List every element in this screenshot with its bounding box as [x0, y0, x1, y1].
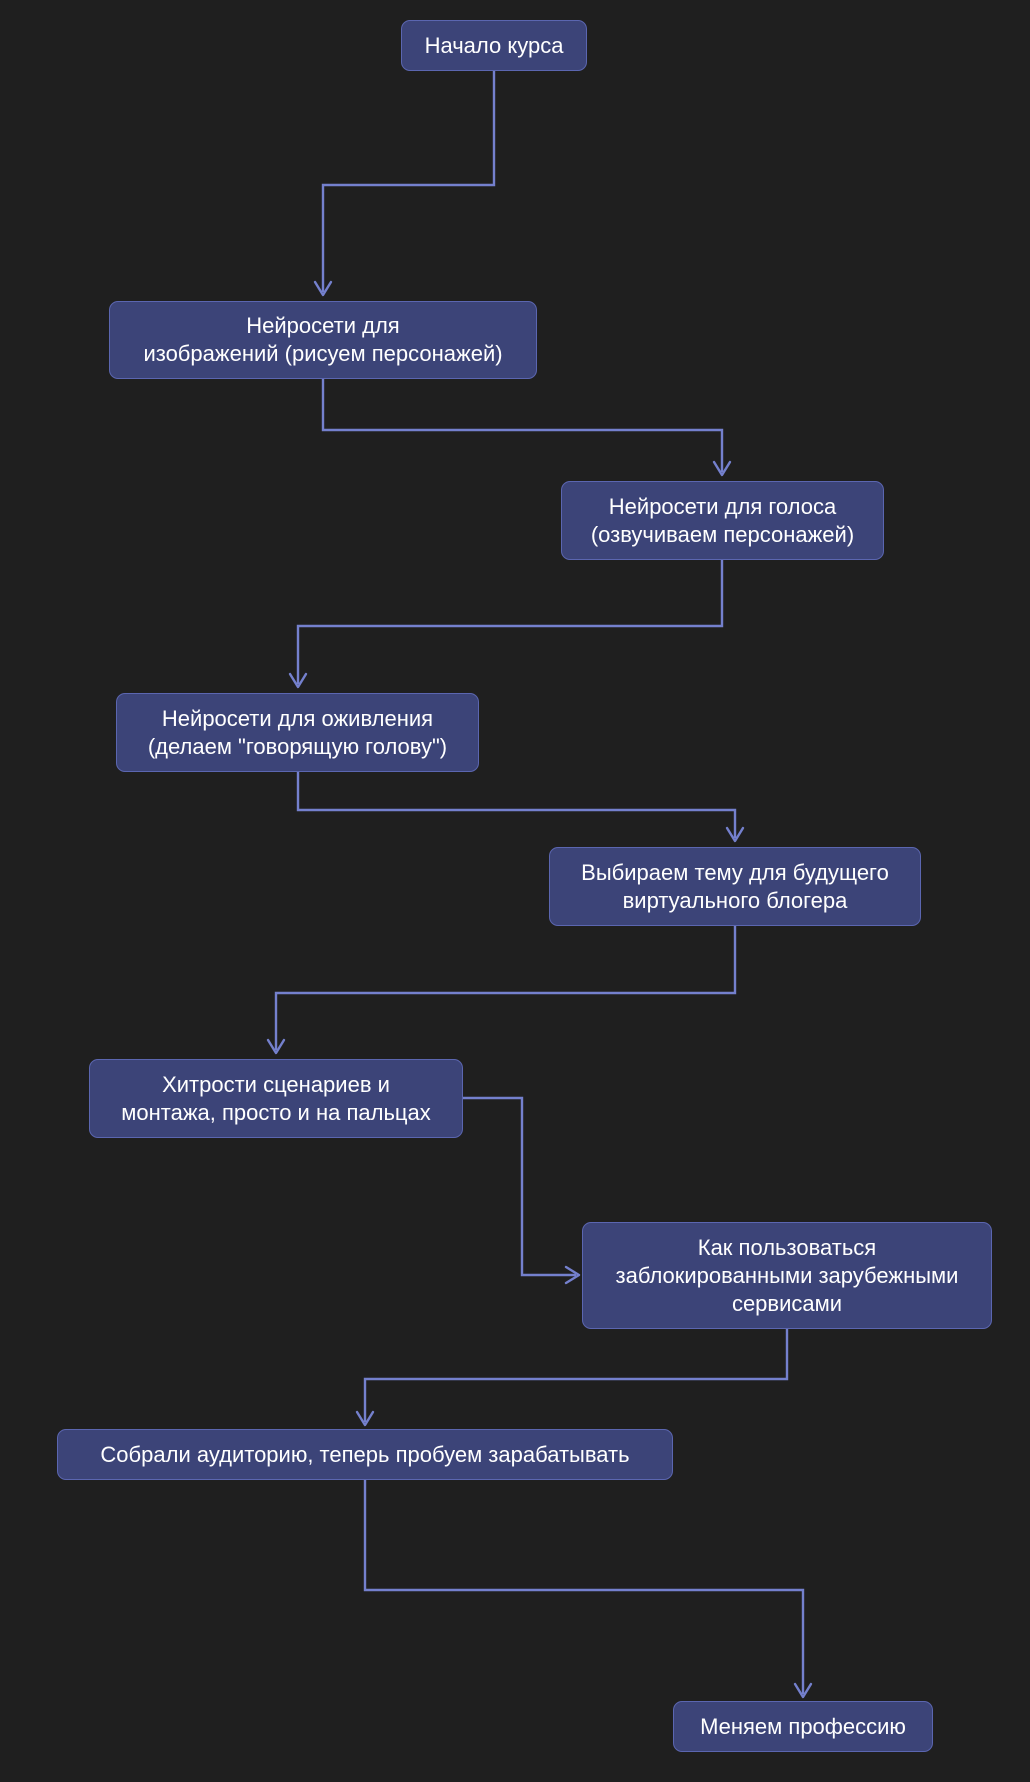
node-voice-neural-networks: Нейросети для голоса (озвучиваем персона… — [561, 481, 884, 560]
edge-services-to-monetize — [363, 1329, 789, 1422]
node-course-start: Начало курса — [401, 20, 587, 71]
node-monetize-audience: Собрали аудиторию, теперь пробуем зараба… — [57, 1429, 673, 1480]
node-image-neural-networks: Нейросети для изображений (рисуем персон… — [109, 301, 537, 379]
arrowhead-voice — [712, 460, 732, 477]
arrowhead-animation — [288, 672, 308, 689]
arrowhead-monetize — [355, 1410, 375, 1427]
edge-images-to-voice — [321, 379, 724, 472]
arrowhead-services — [564, 1265, 581, 1285]
edge-scripts-to-services — [462, 1096, 576, 1277]
arrowhead-career — [793, 1682, 813, 1699]
node-change-profession: Меняем профессию — [673, 1701, 933, 1752]
edge-topic-to-scripts — [274, 926, 737, 1050]
edge-start-to-images — [321, 70, 496, 292]
node-scripts-and-editing: Хитрости сценариев и монтажа, просто и н… — [89, 1059, 463, 1138]
node-blocked-foreign-services: Как пользоваться заблокированными зарубе… — [582, 1222, 992, 1329]
node-animation-neural-networks: Нейросети для оживления (делаем "говорящ… — [116, 693, 479, 772]
edge-animation-to-topic — [296, 772, 737, 838]
node-choose-blogger-topic: Выбираем тему для будущего виртуального … — [549, 847, 921, 926]
edge-monetize-to-career — [363, 1480, 805, 1694]
arrowhead-topic — [725, 826, 745, 843]
edge-voice-to-animation — [296, 559, 724, 684]
arrowhead-images — [313, 280, 333, 297]
arrowhead-scripts — [266, 1038, 286, 1055]
